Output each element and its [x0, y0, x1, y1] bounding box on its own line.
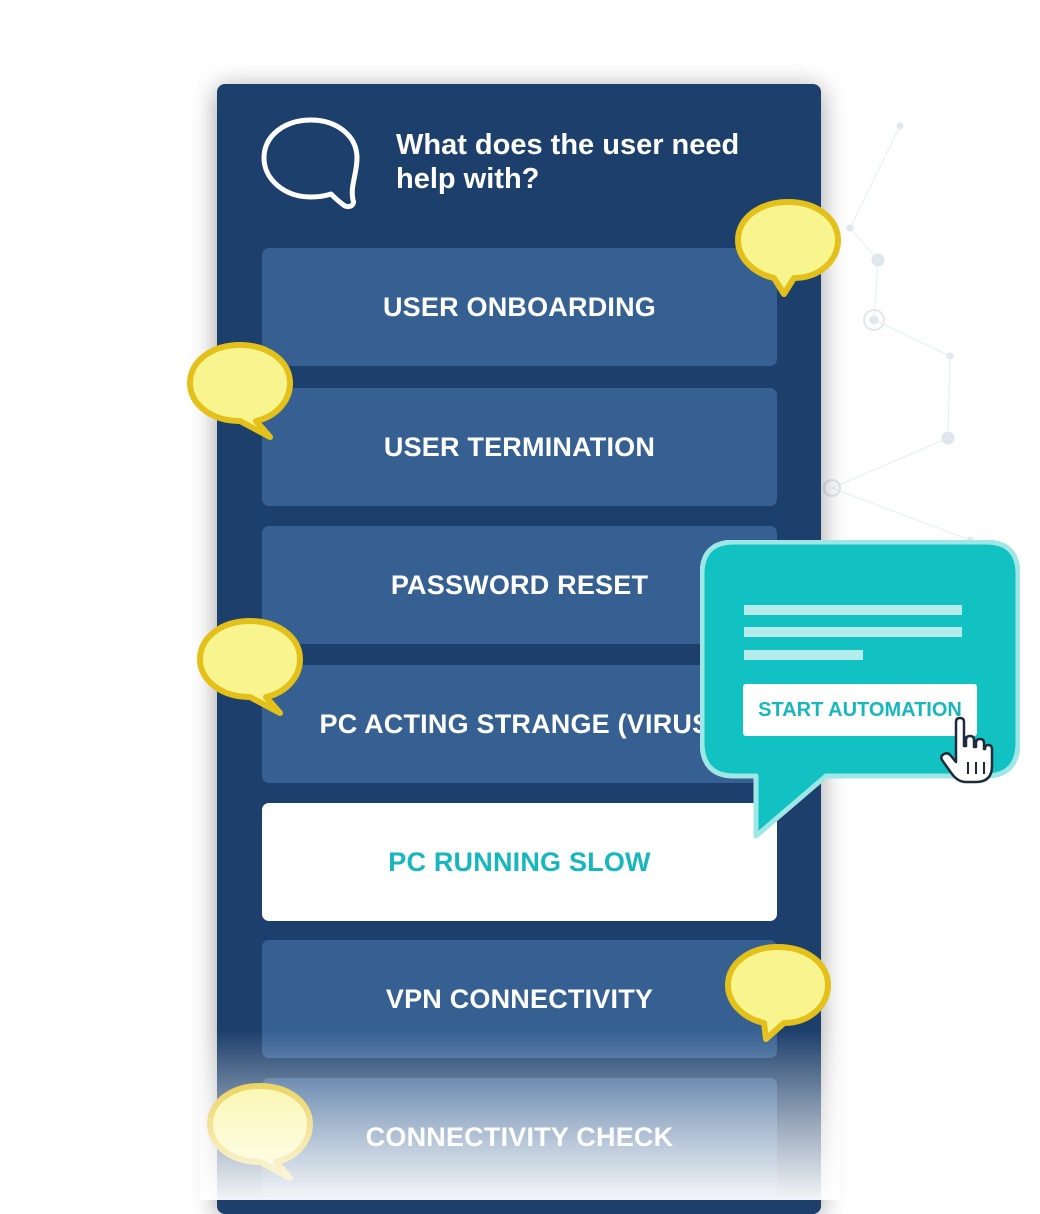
- option-label: USER TERMINATION: [383, 431, 656, 462]
- option-password-reset[interactable]: PASSWORD RESET: [262, 526, 777, 644]
- speech-bubble-icon: [735, 199, 841, 297]
- option-label: USER ONBOARDING: [382, 291, 656, 322]
- option-user-termination[interactable]: USER TERMINATION: [262, 388, 777, 506]
- popup-text-line: [744, 650, 863, 660]
- chat-bubble-outline-icon: [261, 117, 360, 209]
- popup-text-line: [744, 627, 962, 637]
- option-user-onboarding[interactable]: USER ONBOARDING: [262, 248, 777, 366]
- option-pc-acting-strange[interactable]: PC ACTING STRANGE (VIRUS): [262, 665, 777, 783]
- option-connectivity-check[interactable]: CONNECTIVITY CHECK: [262, 1078, 777, 1196]
- speech-bubble-icon: [207, 1083, 313, 1181]
- option-label: PC ACTING STRANGE (VIRUS): [319, 708, 720, 739]
- network-dots-decoration: [823, 122, 974, 544]
- option-label: CONNECTIVITY CHECK: [365, 1121, 674, 1152]
- start-automation-button[interactable]: START AUTOMATION: [743, 684, 977, 736]
- prompt-question: What does the user need help with?: [396, 129, 740, 195]
- option-label: PASSWORD RESET: [390, 569, 649, 600]
- speech-bubble-icon: [725, 944, 831, 1042]
- speech-bubble-icon: [187, 342, 293, 440]
- hand-pointer-icon: [940, 716, 994, 784]
- popup-text-line: [744, 605, 962, 615]
- speech-bubble-icon: [197, 618, 303, 716]
- option-label: VPN CONNECTIVITY: [385, 983, 654, 1014]
- option-label: PC RUNNING SLOW: [388, 846, 651, 877]
- option-pc-running-slow[interactable]: PC RUNNING SLOW: [262, 803, 777, 921]
- option-vpn-connectivity[interactable]: VPN CONNECTIVITY: [262, 940, 777, 1058]
- start-automation-label: START AUTOMATION: [758, 698, 962, 721]
